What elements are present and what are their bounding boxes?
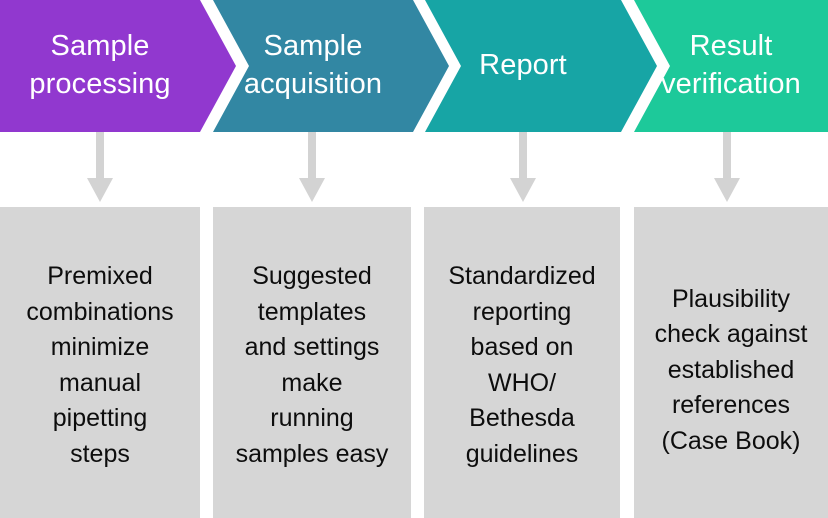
description-box-report: Standardized reporting based on WHO/ Bet… <box>424 207 620 518</box>
down-arrow-icon-stage-4 <box>714 132 740 202</box>
description-text-result-verification: Plausibility check against established r… <box>654 284 808 455</box>
chevron-shape-stage-2[interactable] <box>213 0 449 132</box>
description-text-sample-acquisition: Suggested templates and settings make ru… <box>235 262 389 468</box>
chevron-stage-band: Sample processing Sample acquisition Rep… <box>0 0 828 132</box>
description-box-sample-acquisition: Suggested templates and settings make ru… <box>213 207 411 518</box>
chevron-shapes <box>0 0 828 132</box>
description-box-sample-processing: Premixed combinations minimize manual pi… <box>0 207 200 518</box>
down-arrow-icon-stage-1 <box>87 132 113 202</box>
chevron-shape-stage-4[interactable] <box>634 0 828 132</box>
chevron-shape-stage-1[interactable] <box>0 0 236 132</box>
description-text-sample-processing: Premixed combinations minimize manual pi… <box>26 262 174 468</box>
description-box-result-verification: Plausibility check against established r… <box>634 207 828 518</box>
down-arrow-icon-stage-2 <box>299 132 325 202</box>
down-arrow-icon-stage-3 <box>510 132 536 202</box>
description-text-report: Standardized reporting based on WHO/ Bet… <box>448 262 596 468</box>
chevron-shape-stage-3[interactable] <box>425 0 657 132</box>
